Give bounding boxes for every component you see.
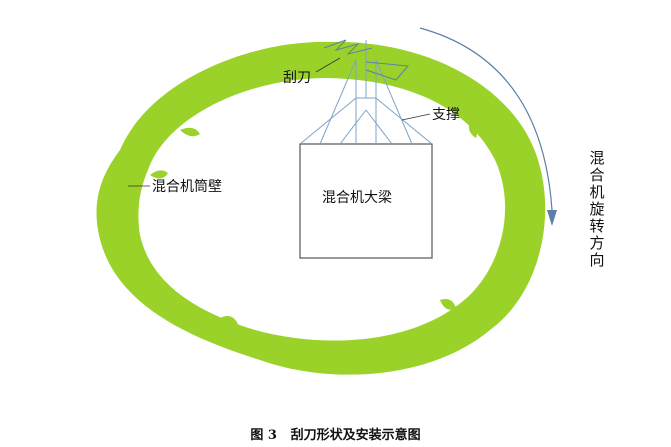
rotation-arrowhead	[547, 210, 557, 226]
support-leader	[401, 113, 431, 121]
scraper-label: 刮刀	[283, 70, 311, 86]
support-label: 支撑	[432, 107, 460, 123]
rotation-direction-label: 混合机旋转方向	[589, 149, 605, 269]
rotation-arrow	[419, 27, 553, 211]
scraper-leader	[315, 57, 341, 73]
beam-label: 混合机大梁	[322, 190, 392, 206]
figure-caption: 图 3 刮刀形状及安装示意图	[0, 424, 671, 443]
figure-number: 图 3	[250, 428, 277, 443]
drum-wall-label: 混合机筒壁	[152, 178, 222, 195]
figure-title: 刮刀形状及安装示意图	[290, 428, 421, 443]
beam-box	[299, 143, 433, 259]
scraper-blade	[323, 39, 410, 81]
